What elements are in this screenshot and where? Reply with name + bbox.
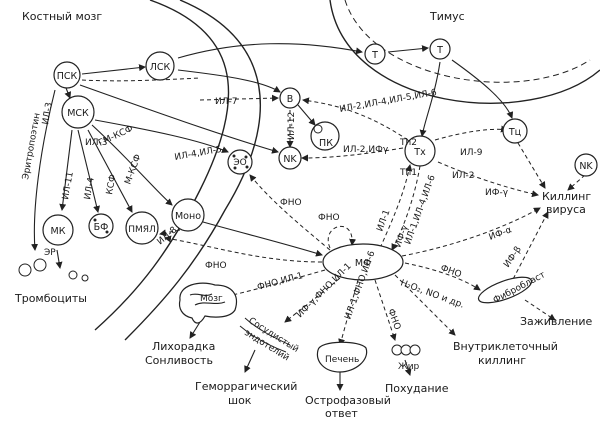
bone-marrow-boundary bbox=[94, 0, 262, 341]
cell-lsk: ЛСК bbox=[145, 51, 175, 81]
svg-text:ИФ-α: ИФ-α bbox=[488, 225, 514, 243]
cell-tc: Тц bbox=[502, 118, 528, 144]
svg-text:ИЛ-2: ИЛ-2 bbox=[452, 171, 474, 181]
svg-text:ИЛ-4,ИЛ-5: ИЛ-4,ИЛ-5 bbox=[174, 145, 223, 163]
somnolence-label: Сонливость bbox=[145, 354, 213, 367]
fat-icon bbox=[391, 344, 421, 356]
svg-text:шок: шок bbox=[228, 394, 252, 407]
svg-text:В: В bbox=[287, 94, 294, 105]
svg-text:ЛСК: ЛСК bbox=[150, 62, 171, 73]
svg-text:ИЛ-2,ИЛ-4,ИЛ-5,ИЛ-6: ИЛ-2,ИЛ-4,ИЛ-5,ИЛ-6 bbox=[339, 88, 438, 115]
svg-text:Жир: Жир bbox=[398, 362, 420, 372]
cell-pk: ПК bbox=[310, 121, 340, 151]
liver-icon: Печень bbox=[316, 341, 368, 373]
svg-text:ФНО,ИЛ-1: ФНО,ИЛ-1 bbox=[256, 271, 304, 293]
cell-msk: МСК bbox=[61, 95, 95, 129]
svg-text:Моно: Моно bbox=[175, 211, 201, 222]
cell-mf: МФ bbox=[322, 243, 404, 281]
cytokine-labels: Эритропоэтин ИЛ-3 ИЛ-3 ИЛ-7 ИЛ-12 ИЛ-2,И… bbox=[21, 88, 524, 331]
thrombocytes-label: Тромбоциты bbox=[14, 292, 87, 305]
svg-text:МК: МК bbox=[51, 226, 66, 237]
svg-text:ФНО: ФНО bbox=[318, 213, 340, 223]
cell-mono: Моно bbox=[171, 198, 205, 232]
svg-text:H₂O₂, NO и др.: H₂O₂, NO и др. bbox=[399, 278, 465, 310]
svg-text:Тц: Тц bbox=[508, 127, 522, 138]
cell-nk-right: NK bbox=[574, 153, 598, 177]
hemorrhagic-label: Геморрагический bbox=[195, 380, 297, 393]
svg-text:ответ: ответ bbox=[325, 407, 358, 420]
cell-t-thymus-1: Т bbox=[364, 43, 386, 65]
thymus-boundary bbox=[329, 0, 600, 104]
svg-text:М-КСФ: М-КСФ bbox=[123, 153, 143, 186]
svg-text:ИФ-β: ИФ-β bbox=[502, 245, 524, 270]
cell-nk-center: NK bbox=[278, 146, 302, 170]
svg-text:ИЛ-3: ИЛ-3 bbox=[85, 138, 107, 148]
svg-text:ФНО: ФНО bbox=[385, 308, 402, 332]
svg-text:Тh2: Тh2 bbox=[399, 138, 417, 148]
endothelium-icon bbox=[239, 317, 291, 353]
svg-text:МСК: МСК bbox=[67, 108, 89, 119]
svg-text:ФНО: ФНО bbox=[280, 198, 302, 208]
acute-phase-label: Острофазовый bbox=[305, 394, 391, 407]
svg-text:ИЛ-8: ИЛ-8 bbox=[156, 225, 180, 247]
svg-text:NK: NK bbox=[283, 154, 297, 165]
cell-bf: БФ bbox=[88, 213, 114, 239]
svg-text:МФ: МФ bbox=[355, 258, 371, 269]
svg-text:ПК: ПК bbox=[319, 138, 333, 149]
svg-text:ЭР: ЭР bbox=[44, 248, 56, 258]
svg-text:Мозг: Мозг bbox=[200, 294, 223, 304]
svg-text:ИЛ-3: ИЛ-3 bbox=[41, 102, 55, 126]
fibroblast-icon: Фибробласт bbox=[477, 270, 547, 306]
svg-text:ПСК: ПСК bbox=[57, 71, 78, 82]
svg-text:БФ: БФ bbox=[94, 222, 109, 233]
intracellular-killing-label: Внутриклеточный bbox=[453, 340, 558, 353]
svg-text:ИЛ-7: ИЛ-7 bbox=[215, 97, 237, 107]
svg-text:вируса: вируса bbox=[546, 203, 586, 216]
cell-mk: МК bbox=[42, 214, 74, 246]
svg-text:ИЛ-2,ИФγ: ИЛ-2,ИФγ bbox=[343, 145, 389, 155]
svg-text:киллинг: киллинг bbox=[478, 354, 526, 367]
svg-text:ИЛ-11: ИЛ-11 bbox=[61, 171, 76, 201]
svg-text:ГМ-КСФ: ГМ-КСФ bbox=[97, 124, 135, 149]
svg-text:Т: Т bbox=[371, 50, 378, 61]
cell-psk: ПСК bbox=[53, 61, 81, 89]
svg-text:КСФ: КСФ bbox=[105, 173, 118, 195]
fever-label: Лихорадка bbox=[152, 340, 215, 353]
cell-th: Тх bbox=[404, 135, 436, 167]
svg-text:ИЛ-4: ИЛ-4 bbox=[83, 176, 97, 200]
svg-text:ФНО: ФНО bbox=[439, 263, 463, 280]
svg-text:ЭО: ЭО bbox=[233, 158, 246, 168]
svg-text:ИЛ-12: ИЛ-12 bbox=[287, 112, 297, 140]
connections bbox=[31, 43, 586, 391]
brain-icon: Мозг bbox=[178, 282, 237, 324]
svg-text:Тх: Тх bbox=[413, 147, 426, 158]
cell-b: В bbox=[279, 87, 301, 109]
weight-loss-label: Похудание bbox=[385, 382, 449, 395]
svg-text:NK: NK bbox=[579, 161, 593, 172]
svg-text:ИФ-γ: ИФ-γ bbox=[485, 188, 509, 198]
svg-text:ИЛ-9: ИЛ-9 bbox=[460, 148, 483, 158]
cell-er: ЭР bbox=[18, 248, 89, 282]
bone-marrow-label: Костный мозг bbox=[22, 10, 102, 23]
svg-text:ИЛ-1: ИЛ-1 bbox=[375, 208, 392, 233]
cell-t-thymus-2: Т bbox=[429, 38, 451, 60]
svg-text:Тh1: Тh1 bbox=[399, 168, 417, 178]
cell-eo: ЭО bbox=[227, 149, 253, 175]
svg-text:ФНО: ФНО bbox=[205, 261, 227, 271]
svg-text:Печень: Печень bbox=[325, 355, 359, 365]
svg-text:ПМЯЛ: ПМЯЛ bbox=[128, 225, 156, 235]
cell-pmyal: ПМЯЛ bbox=[125, 211, 159, 245]
killing-virus-label: Киллинг bbox=[542, 190, 591, 203]
healing-label: Заживление bbox=[520, 315, 592, 328]
thymus-label: Тимус bbox=[429, 10, 465, 23]
svg-text:Т: Т bbox=[436, 45, 443, 56]
